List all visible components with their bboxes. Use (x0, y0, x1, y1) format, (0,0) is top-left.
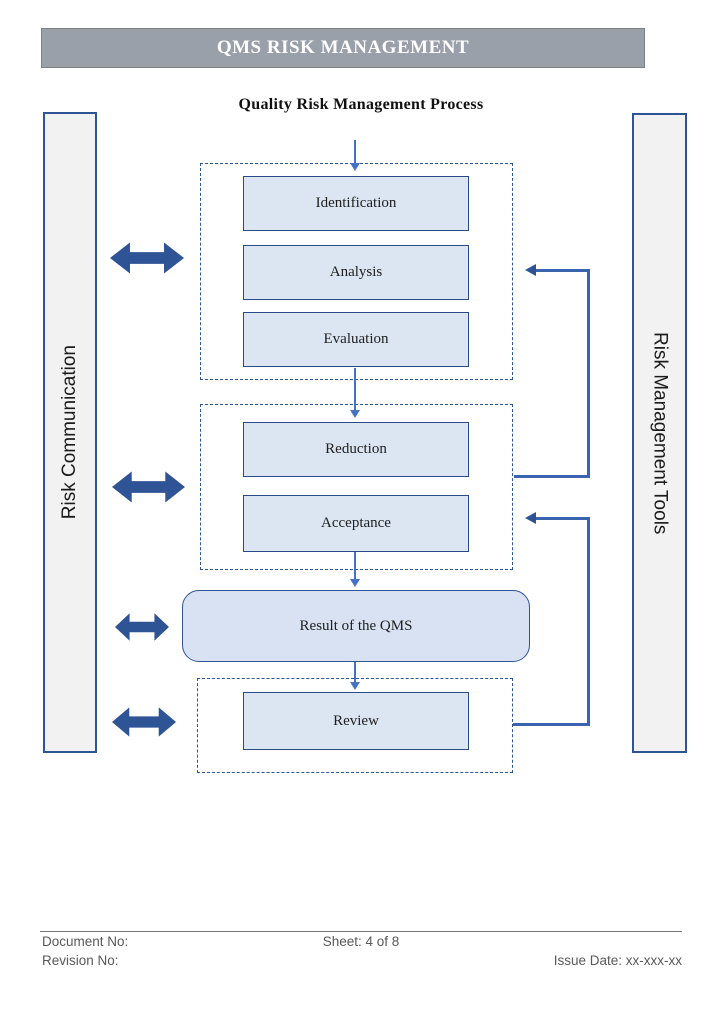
feedback-connector-review-to-acceptance (513, 723, 590, 726)
step-reduction: Reduction (243, 422, 469, 477)
diagram-title: Quality Risk Management Process (238, 96, 484, 113)
double-arrow-icon (112, 471, 185, 503)
flow-arrow-control-to-result (354, 552, 356, 580)
step-evaluation: Evaluation (243, 312, 469, 367)
double-arrow-icon (110, 242, 184, 274)
step-analysis: Analysis (243, 245, 469, 300)
arrow-left-icon (525, 264, 536, 276)
feedback-connector-control-to-analysis (514, 475, 590, 478)
step-acceptance-label: Acceptance (321, 515, 391, 531)
step-evaluation-label: Evaluation (323, 331, 389, 347)
feedback-connector-review-to-acceptance (536, 517, 590, 520)
header-bar: QMS RISK MANAGEMENT (41, 28, 645, 68)
footer-sheet: Sheet: 4 of 8 (322, 934, 400, 949)
step-identification: Identification (243, 176, 469, 231)
risk-control-group (200, 404, 513, 570)
flow-arrow-assessment-to-control (354, 368, 356, 411)
double-arrow-icon (112, 707, 176, 737)
step-analysis-label: Analysis (329, 264, 383, 280)
footer-document-no: Document No: (42, 934, 129, 949)
header-title: QMS RISK MANAGEMENT (216, 37, 470, 58)
result-box-label: Result of the QMS (299, 617, 413, 634)
double-arrow-icon (115, 613, 169, 641)
arrow-down-icon (350, 163, 360, 171)
risk-management-tools-label: Risk Management Tools (649, 331, 671, 535)
step-reduction-label: Reduction (325, 441, 387, 457)
risk-management-tools-panel: Risk Management Tools (632, 113, 687, 753)
arrow-down-icon (350, 410, 360, 418)
feedback-connector-control-to-analysis (536, 269, 590, 272)
flow-arrow-result-to-review (354, 662, 356, 683)
arrow-down-icon (350, 682, 360, 690)
result-box: Result of the QMS (182, 590, 530, 662)
footer-divider (40, 931, 682, 932)
feedback-connector-control-to-analysis (587, 270, 590, 478)
risk-communication-label: Risk Communication (59, 345, 80, 520)
arrow-down-icon (350, 579, 360, 587)
step-acceptance: Acceptance (243, 495, 469, 552)
arrow-left-icon (525, 512, 536, 524)
step-review-label: Review (333, 712, 379, 729)
feedback-connector-review-to-acceptance (587, 517, 590, 726)
step-review: Review (243, 692, 469, 750)
step-identification-label: Identification (315, 195, 397, 211)
risk-communication-panel: Risk Communication (43, 112, 97, 753)
footer-issue-date: Issue Date: xx-xxx-xx (553, 953, 682, 968)
footer-revision-no: Revision No: (42, 953, 119, 968)
flow-arrow-title-to-assessment (354, 140, 356, 164)
